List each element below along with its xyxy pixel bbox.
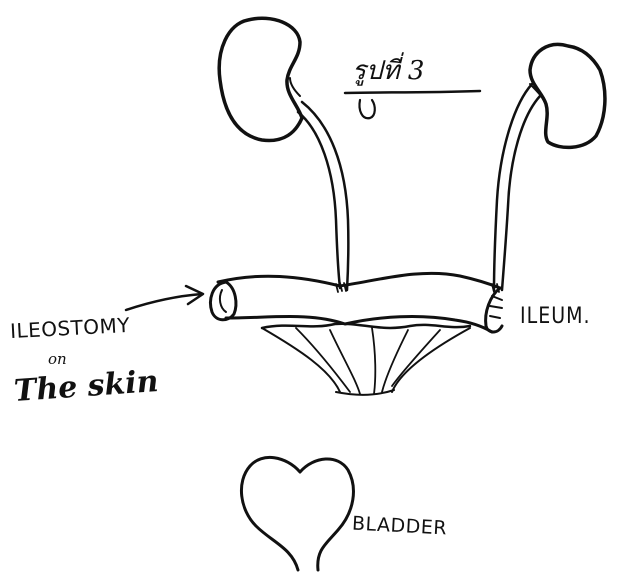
left-kidney-hilum bbox=[290, 78, 300, 96]
ileostomy-label: ILEOSTOMY bbox=[10, 315, 131, 341]
ileum-closed-end bbox=[486, 288, 502, 332]
left-ureter bbox=[298, 112, 340, 288]
left-ureter-inner bbox=[302, 102, 348, 290]
ileum-segment-top bbox=[218, 273, 500, 288]
figure-label: รูปที่ 3 bbox=[352, 58, 424, 84]
right-ureter-inner bbox=[502, 96, 540, 290]
mesentery-outline bbox=[262, 328, 470, 392]
mesentery-base bbox=[336, 390, 394, 395]
ileostomy-stoma bbox=[211, 282, 236, 320]
on-label: on bbox=[48, 352, 67, 367]
ileum-label: ILEUM. bbox=[520, 306, 591, 328]
figure-label-underline bbox=[345, 91, 480, 93]
ileostomy-stoma-rim bbox=[220, 290, 226, 312]
ileum-mucosa-fold bbox=[262, 324, 470, 328]
bladder bbox=[241, 457, 353, 570]
bladder-label: BLADDER bbox=[352, 515, 448, 539]
figure-label-below-mark bbox=[359, 100, 374, 118]
